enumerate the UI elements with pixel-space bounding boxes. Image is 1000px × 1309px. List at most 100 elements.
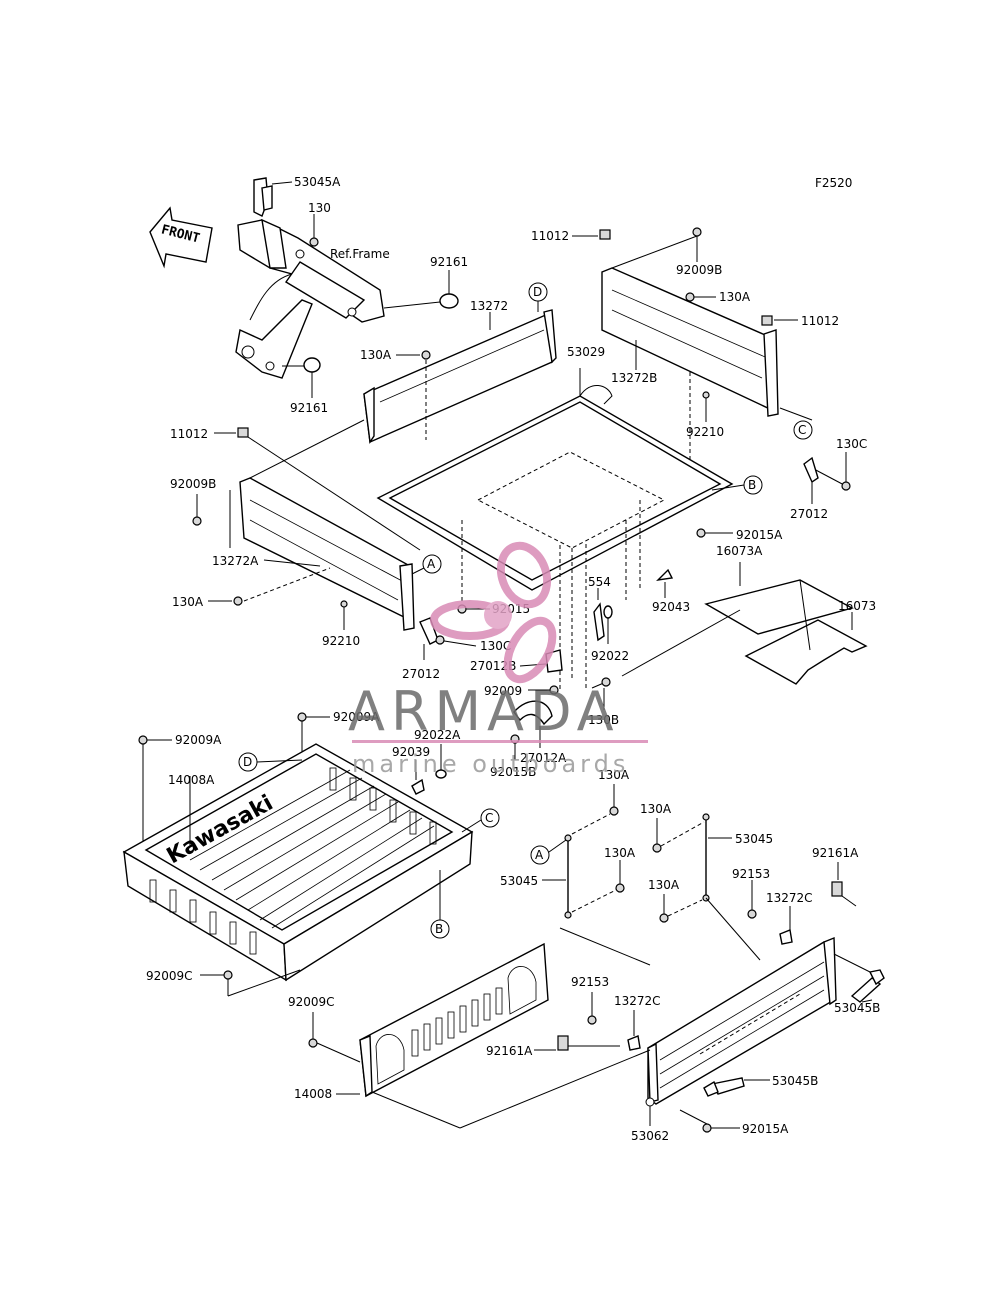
label-92009A-2: 92009A	[175, 733, 222, 747]
callout-B-mid: B	[711, 475, 763, 495]
label-53045-right: 53045	[735, 832, 773, 846]
callout-A-bottom: A	[530, 839, 567, 865]
label-92153-right: 92153	[732, 867, 770, 881]
callout-C-top: C	[779, 407, 813, 440]
label-92015A-bottom: 92015A	[742, 1122, 789, 1136]
cap-11012-right: 11012	[761, 314, 839, 328]
screw-92153-right: 92153	[732, 867, 770, 919]
label-130C-right: 130C	[836, 437, 867, 451]
cap-92161-left: 92161	[282, 357, 328, 415]
label-92161-top: 92161	[430, 255, 468, 269]
bolt-130A-b1: 130A	[571, 768, 630, 835]
mat-16073A: 16073A	[704, 544, 854, 635]
label-130A-b2: 130A	[604, 846, 636, 860]
label-130A-b3: 130A	[640, 802, 672, 816]
bolt-92039: 92039	[392, 745, 430, 795]
label-13272A: 13272A	[212, 554, 259, 568]
svg-text:C: C	[485, 811, 493, 825]
bolt-130C-right: 130C	[811, 437, 867, 491]
mat-16073: 16073	[744, 599, 876, 685]
screw-92009A-2: 92009A	[138, 733, 222, 848]
svg-text:B: B	[435, 922, 443, 936]
svg-text:A: A	[535, 848, 544, 862]
watermark: ARMADA marine outboards	[348, 541, 648, 778]
callout-A-left: A	[411, 554, 442, 575]
latch-53045A: 53045A	[253, 175, 341, 217]
label-130A-tr: 130A	[719, 290, 751, 304]
label-53045B-bottom: 53045B	[772, 1074, 818, 1088]
label-11012-left: 11012	[170, 427, 208, 441]
frame-reference: Ref.Frame	[235, 218, 390, 379]
label-13272C-right: 13272C	[766, 891, 813, 905]
label-92009C-1: 92009C	[146, 969, 193, 983]
bracket-13272C-bottom: 13272C	[614, 994, 661, 1051]
label-13272B: 13272B	[611, 371, 657, 385]
screw-92009: 92009	[484, 684, 559, 698]
bolt-130B: 130B	[588, 609, 741, 727]
screw-92009A-1: 92009A	[297, 710, 380, 760]
panel-13272B: 13272B	[601, 235, 779, 417]
bed-14008A: Kawasaki 14008A	[122, 743, 474, 982]
label-130A-b4: 130A	[648, 878, 680, 892]
floor-53029: 53029	[376, 345, 734, 690]
bracket-27012A: 27012A	[513, 700, 567, 765]
label-13272C-bottom: 13272C	[614, 994, 661, 1008]
pin-554: 554	[588, 575, 611, 642]
label-27012A: 27012A	[520, 751, 567, 765]
label-92161-left: 92161	[290, 401, 328, 415]
hook-27012-mid: 27012	[402, 617, 440, 681]
label-130C-mid: 130C	[480, 639, 511, 653]
label-92153-bottom: 92153	[571, 975, 609, 989]
label-92009B-right: 92009B	[676, 263, 722, 277]
screw-92210-left: 92210	[322, 600, 360, 648]
svg-text:D: D	[243, 755, 252, 769]
screw-92210-right: 92210	[686, 391, 724, 439]
label-11012-right: 11012	[801, 314, 839, 328]
watermark-propeller-icon	[430, 541, 557, 684]
cap-92161A-bottom: 92161A	[486, 1035, 620, 1058]
bolt-130A-left: 130A	[172, 567, 331, 609]
label-130B: 130B	[588, 713, 619, 727]
panel-13272A: 13272A	[212, 419, 421, 631]
label-130A-mid: 130A	[360, 348, 392, 362]
bolt-130: 130	[308, 201, 331, 247]
label-92015A-mid: 92015A	[736, 528, 783, 542]
strap-53045-left: 53045	[500, 834, 572, 919]
svg-text:D: D	[533, 285, 542, 299]
watermark-name: ARMADA	[348, 680, 620, 743]
screw-92009B-right: 92009B	[676, 227, 722, 277]
latch-53045B-right: 53045B	[834, 969, 885, 1015]
hinge-53062: 53062	[631, 1097, 669, 1143]
bolt-130C-mid: 130C	[435, 635, 511, 653]
label-92043: 92043	[652, 600, 690, 614]
label-92022: 92022	[591, 649, 629, 663]
label-53045B-right: 53045B	[834, 1001, 880, 1015]
bolt-130A-mid: 130A	[360, 348, 431, 440]
label-16073: 16073	[838, 599, 876, 613]
label-92210-left: 92210	[322, 634, 360, 648]
label-53029: 53029	[567, 345, 605, 359]
tailgate	[647, 936, 871, 1105]
bolt-130A-b4: 130A	[648, 878, 703, 923]
label-92210-right: 92210	[686, 425, 724, 439]
callout-C-bed: C	[461, 808, 500, 833]
label-92009: 92009	[484, 684, 522, 698]
bolt-130A-tr: 130A	[685, 290, 751, 460]
label-92022A: 92022A	[414, 728, 461, 742]
screw-92009C-1: 92009C	[146, 969, 301, 997]
watermark-tagline: marine outboards	[352, 750, 629, 778]
callout-B-bed: B	[430, 870, 450, 939]
bed-floor-ribs	[189, 769, 435, 929]
bolt-130A-b3: 130A	[640, 802, 705, 853]
latch-53045B-bottom: 53045B	[703, 1074, 818, 1097]
figure-code: F2520	[815, 176, 852, 190]
label-53062: 53062	[631, 1129, 669, 1143]
cap-92161A-right: 92161A	[812, 846, 859, 907]
screw-92153-bottom: 92153	[571, 975, 609, 1025]
label-53045-left: 53045	[500, 874, 538, 888]
nut-92015A-mid: 92015A	[696, 528, 783, 542]
callout-D-bed: D	[238, 752, 303, 772]
screw-92009B-left: 92009B	[170, 477, 216, 526]
cap-92161-top: 92161	[383, 255, 468, 309]
